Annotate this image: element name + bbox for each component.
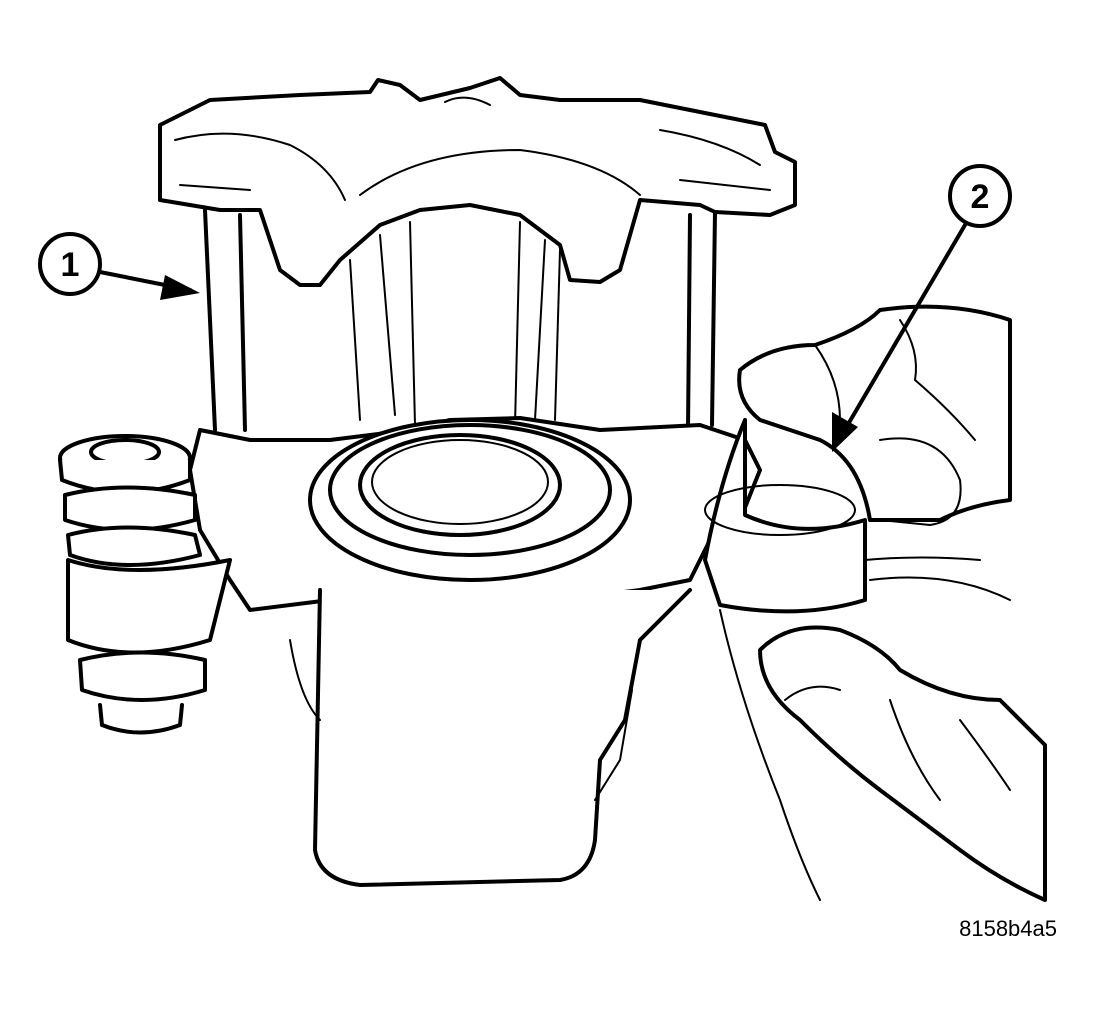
callout-1-circle (38, 232, 102, 296)
callout-2: 2 (832, 164, 1012, 452)
figure-id: 8158b4a5 (959, 916, 1057, 941)
arrowhead-icon (832, 412, 858, 452)
hand (719, 304, 1047, 902)
callout-2-label: 2 (971, 178, 990, 216)
callout-2-circle (948, 164, 1012, 228)
caliper-body (188, 416, 762, 612)
caliper-bridge (158, 76, 797, 287)
arrowhead-icon (160, 275, 200, 300)
guide-pin-boot (703, 418, 867, 614)
callout-1-label: 1 (61, 246, 80, 284)
guide-pin-bushing (58, 434, 232, 735)
caliper-legs (203, 208, 717, 432)
callout-1: 1 (38, 232, 200, 300)
caliper-cylinder-housing (289, 588, 692, 887)
